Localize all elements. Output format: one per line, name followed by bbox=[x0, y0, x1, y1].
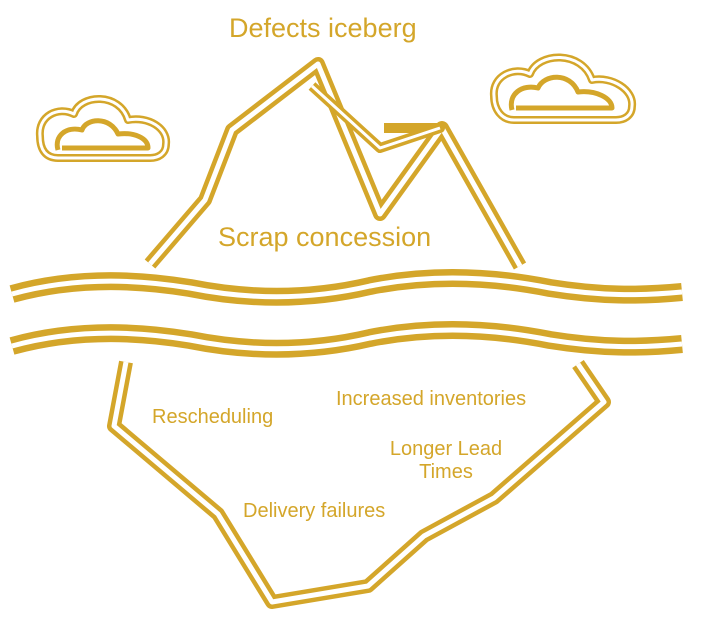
wave-icon bbox=[9, 268, 683, 358]
mountain-peak-icon bbox=[144, 57, 527, 270]
diagram-title: Defects iceberg bbox=[229, 13, 417, 43]
cloud-icon bbox=[35, 95, 171, 162]
below-water-item-increased-inventories: Increased inventories bbox=[336, 388, 527, 410]
above-water-label: Scrap concession bbox=[218, 222, 432, 252]
below-water-item-delivery-failures: Delivery failures bbox=[243, 500, 386, 522]
cloud-icon bbox=[489, 53, 636, 124]
below-water-item-rescheduling: Rescheduling bbox=[152, 406, 274, 428]
iceberg-underwater-icon bbox=[107, 360, 611, 609]
below-water-item-longer-lead-times: Longer Lead Times bbox=[389, 438, 503, 483]
